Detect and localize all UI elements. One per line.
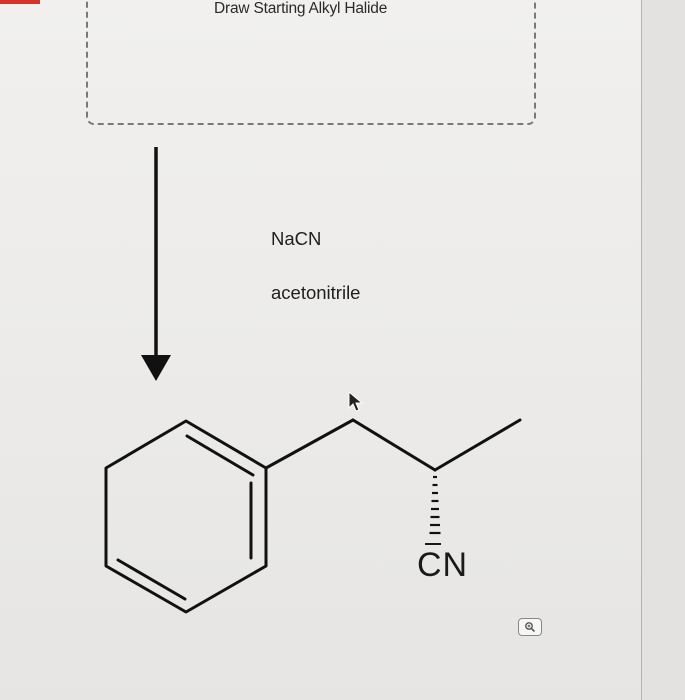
- reaction-arrow: [141, 147, 171, 381]
- right-margin-strip: [642, 0, 685, 700]
- methyl-bond: [433, 418, 522, 472]
- draw-box-label: Draw Starting Alkyl Halide: [214, 0, 388, 17]
- ring-double-bond: [116, 558, 187, 601]
- reagent-label: NaCN: [271, 228, 322, 249]
- hashed-wedge-bond: [429, 475, 441, 535]
- zoom-button[interactable]: [518, 618, 542, 636]
- carbon-lone-pair-bar: [425, 543, 441, 545]
- top-accent-edge: [0, 0, 40, 4]
- panel-border: [641, 0, 643, 700]
- zoom-in-icon: [525, 622, 536, 633]
- methylene-bond: [351, 418, 437, 472]
- nitrile-label: CN: [417, 546, 469, 584]
- product-structure[interactable]: [90, 380, 530, 620]
- benzylic-bond: [264, 418, 355, 470]
- mouse-pointer-icon: [348, 391, 364, 412]
- benzene-ring: [104, 419, 268, 614]
- solvent-label: acetonitrile: [271, 282, 361, 303]
- draw-starting-material-box[interactable]: [86, 0, 536, 125]
- ring-double-bond: [185, 434, 255, 477]
